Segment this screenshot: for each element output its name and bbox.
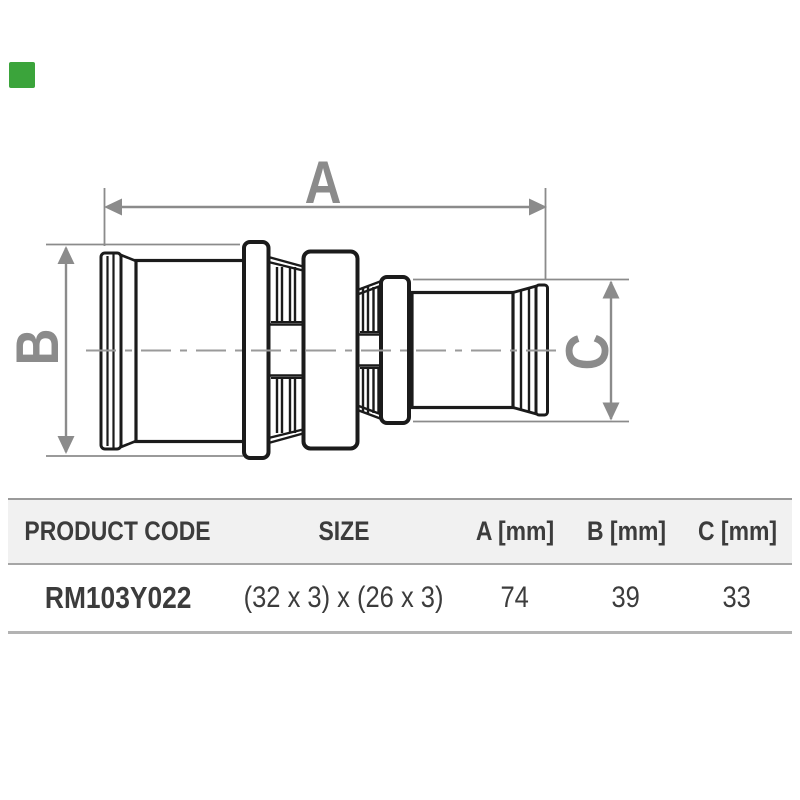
dimension-b: B: [4, 243, 243, 457]
cell-product-code: RM103Y022: [44, 580, 192, 615]
header-c-mm: C [mm]: [697, 516, 777, 546]
dim-label-c: C: [554, 334, 621, 371]
cell-b-value: 39: [611, 581, 641, 614]
cell-size: (32 x 3) x (26 x 3): [244, 581, 444, 614]
fitting-technical-drawing: A B C: [4, 149, 629, 460]
cell-c-value: 33: [722, 581, 752, 614]
cell-a-value: 74: [500, 581, 530, 614]
header-product-code: PRODUCT CODE: [24, 516, 212, 546]
dimension-a: A: [103, 149, 547, 280]
header-b-mm: B [mm]: [586, 516, 666, 546]
dimension-c: C: [413, 278, 629, 423]
table-header-row: PRODUCT CODE SIZE A [mm] B [mm] C [mm]: [8, 498, 792, 565]
brand-color-square: [9, 62, 35, 88]
header-a-mm: A [mm]: [475, 516, 555, 546]
left-sleeve-window: [268, 255, 304, 445]
dim-label-a: A: [305, 149, 342, 216]
right-sleeve-window: [357, 279, 382, 421]
spec-table: PRODUCT CODE SIZE A [mm] B [mm] C [mm] R…: [8, 498, 792, 634]
header-size: SIZE: [318, 516, 370, 546]
dim-label-b: B: [4, 329, 71, 366]
table-row: RM103Y022 (32 x 3) x (26 x 3) 74 39 33: [8, 565, 792, 634]
